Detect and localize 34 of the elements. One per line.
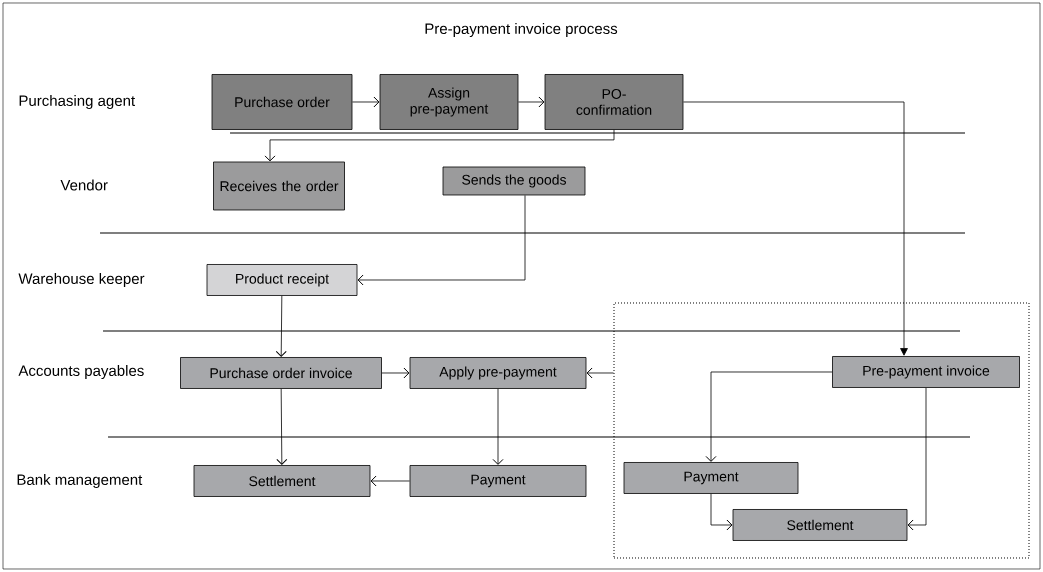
lane-label: Purchasing agent <box>19 95 135 109</box>
arrow <box>710 493 733 531</box>
process-box: Sends the goods <box>442 166 586 196</box>
process-box: Apply pre-payment <box>409 357 587 389</box>
arrow <box>370 475 410 487</box>
lane-label: Warehouse keeper <box>18 273 145 287</box>
arrow <box>357 195 526 286</box>
arrow <box>705 371 833 462</box>
process-box: Payment <box>623 462 799 494</box>
arrow <box>352 96 380 108</box>
lane-label: Accounts payables <box>18 365 144 379</box>
title: Pre-payment invoice process <box>425 23 618 37</box>
arrow <box>683 101 908 356</box>
process-box: Product receipt <box>206 264 358 296</box>
process-box: Purchase order invoice <box>180 357 382 389</box>
arrow <box>492 388 504 465</box>
arrow <box>586 367 614 379</box>
arrow <box>381 367 410 379</box>
arrow <box>275 295 287 357</box>
process-box: Payment <box>409 465 587 497</box>
process-box: Purchase order <box>211 74 353 130</box>
lane-label: Vendor <box>60 179 108 191</box>
process-box: Settlement <box>732 509 908 541</box>
dotted-group-box <box>613 302 1030 559</box>
arrow <box>907 387 927 531</box>
arrow <box>518 96 545 108</box>
process-box: Settlement <box>193 465 371 497</box>
process-box: PO-confirmation <box>544 74 684 130</box>
lane-label: Bank management <box>17 474 143 488</box>
process-box: Receives the order <box>213 161 345 211</box>
process-box: Pre-payment invoice <box>832 356 1020 388</box>
arrow <box>264 129 615 162</box>
arrow <box>276 388 288 465</box>
process-box: Assign pre-payment <box>379 74 519 130</box>
